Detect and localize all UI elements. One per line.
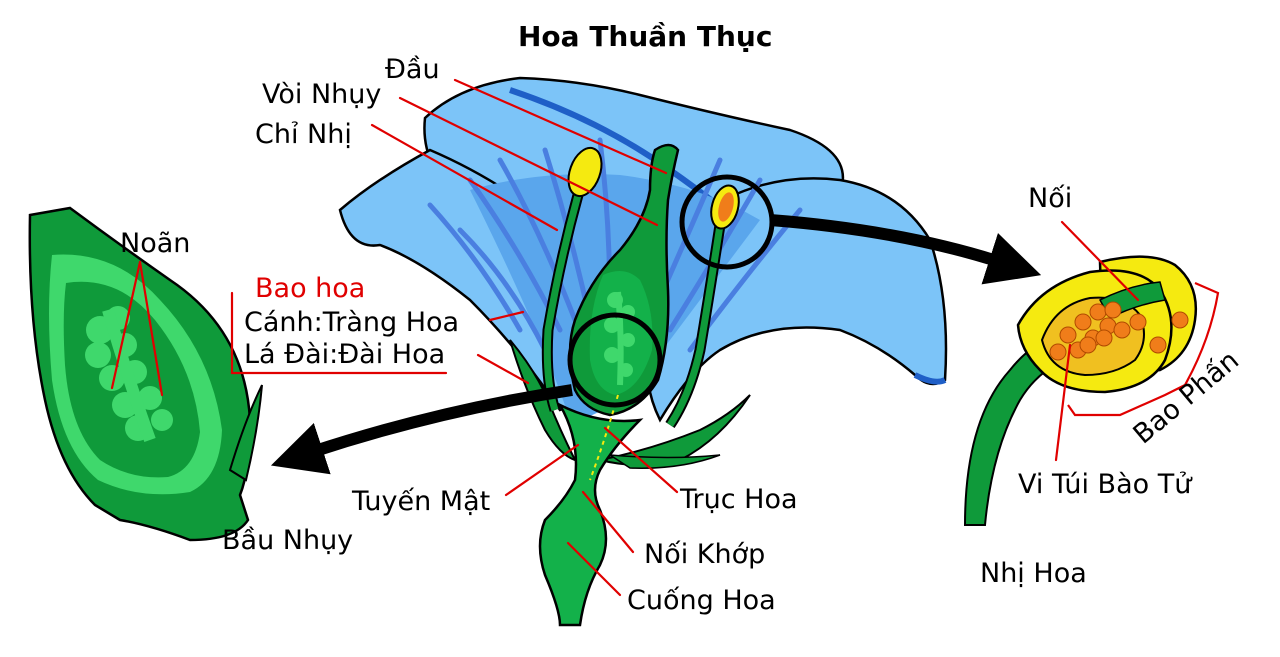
ovule-cluster [85,306,173,443]
pointer-lines [110,78,1140,597]
stamen-right-pollen [718,192,734,222]
arrow-to-stamen-detail [769,214,1042,285]
label-stamen: Nhị Hoa [980,558,1087,589]
label-petal: Cánh:Tràng Hoa [244,307,459,338]
label-ovule: Noãn [120,228,190,259]
label-node: Nối Khớp [644,539,765,570]
label-connective: Nối [1028,183,1072,214]
label-peduncle: Cuống Hoa [627,585,776,616]
ovary-stalk [228,384,263,482]
label-perianth: Bao hoa [255,273,365,304]
arrow-to-ovary-detail [270,384,573,475]
label-receptacle: Trục Hoa [679,484,798,515]
stamen-left-anther [567,146,603,198]
label-nectary: Tuyến Mật [351,486,490,517]
diagram-title: Hoa Thuần Thục [518,20,772,53]
anther-bracket [1067,281,1220,417]
label-style: Vòi Nhụy [262,79,381,110]
label-sepal: Lá Đài:Đài Hoa [244,339,445,370]
sepal-far-right [609,454,721,469]
main-flower [338,76,948,627]
receptacle [538,402,644,627]
pollen-grains [1049,301,1189,361]
petal-right-edge [913,372,947,385]
label-stigma: Đầu [385,54,440,85]
stamen-right-filament-fill [667,224,724,427]
label-microsporangium: Vi Túi Bào Tử [1018,469,1193,500]
zoom-circle-ovary [567,312,663,408]
ovary-detail [28,206,263,542]
label-filament: Chỉ Nhị [255,119,352,150]
label-ovary: Bầu Nhụy [222,525,353,556]
